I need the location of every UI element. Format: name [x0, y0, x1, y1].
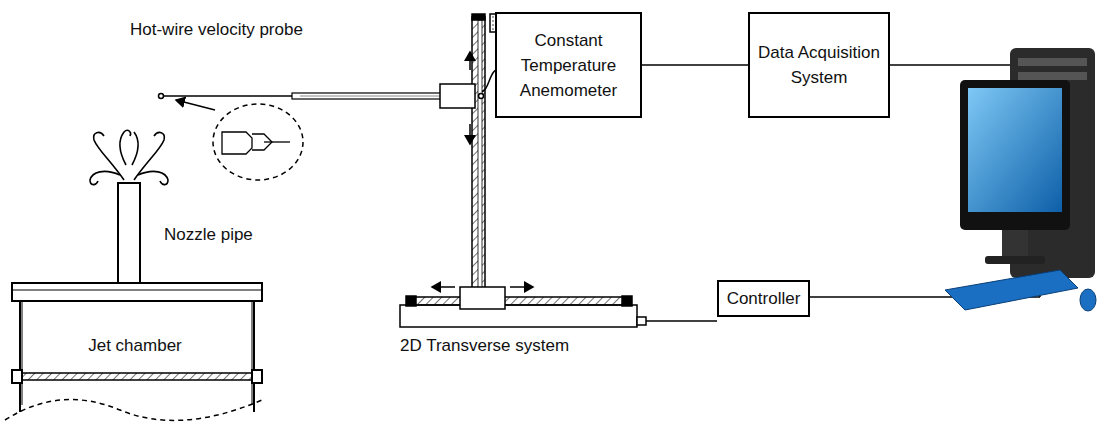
computer-icon: [945, 48, 1096, 311]
box-text: Constant Temperature Anemometer: [497, 28, 640, 103]
instrument-box: Constant Temperature Anemometer: [495, 12, 642, 118]
box-text: Data Acquisition System: [750, 40, 888, 90]
jet-flow-swirls: [90, 130, 168, 184]
traverse-system-drawing: [400, 14, 646, 327]
nozzle-pipe: [118, 183, 140, 283]
part-label: 2D Transverse system: [398, 336, 571, 356]
box-text: Jet chamber: [88, 333, 182, 358]
instrument-box: Data Acquisition System: [748, 12, 890, 118]
connector-line: [642, 64, 748, 66]
probe-detail-callout: [176, 100, 303, 180]
box-text: Controller: [727, 286, 801, 311]
chamber-label-area: Jet chamber: [40, 325, 230, 365]
part-label: Hot-wire velocity probe: [128, 20, 305, 40]
jet-chamber-drawing: [5, 283, 262, 420]
part-label: Nozzle pipe: [162, 225, 255, 245]
controller-box: Controller: [717, 280, 810, 317]
